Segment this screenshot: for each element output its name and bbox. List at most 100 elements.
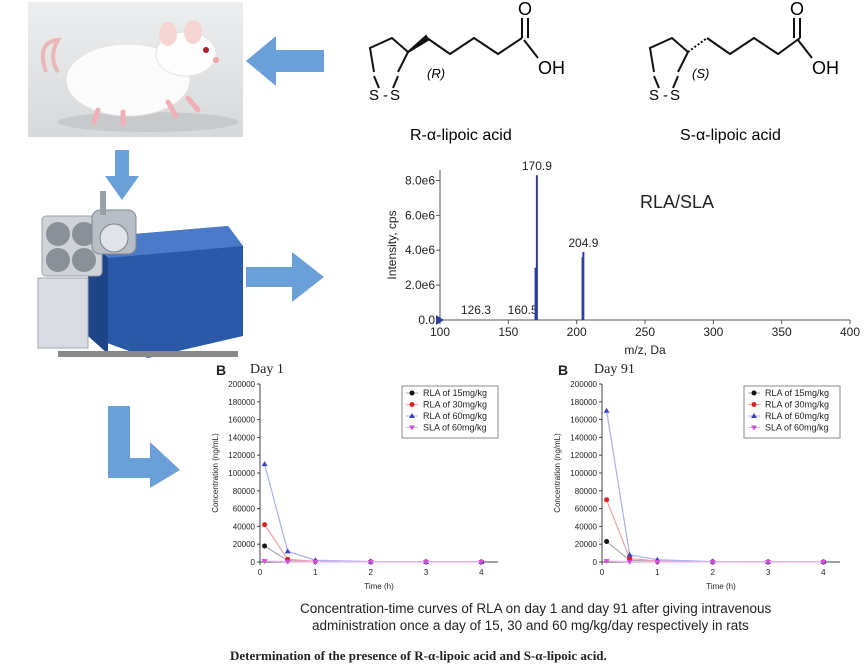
pk-point xyxy=(603,559,610,565)
pk-series-line xyxy=(264,524,482,563)
pk-point xyxy=(367,559,374,565)
day1-title: Day 1 xyxy=(250,362,284,377)
arrow-down-icon xyxy=(105,150,139,200)
s-stereo-label: (S) xyxy=(692,66,709,81)
ms-y-tick-label: 4.0e6 xyxy=(405,243,435,257)
pk-y-tick-label: 60000 xyxy=(233,505,256,514)
pk-y-tick-label: 120000 xyxy=(228,451,255,460)
pk-point xyxy=(765,559,772,565)
ms-peak-label: 204.9 xyxy=(568,236,598,250)
pk-y-tick-label: 120000 xyxy=(570,451,597,460)
pk-point xyxy=(709,559,716,565)
pk-x-tick-label: 4 xyxy=(479,568,484,577)
ms-origin-marker xyxy=(436,315,444,325)
pk-x-label: Time (h) xyxy=(706,582,736,591)
pk-point xyxy=(261,559,268,565)
s-lipoic-acid-name: S-α-lipoic acid xyxy=(680,127,781,144)
ms-x-label: m/z, Da xyxy=(624,343,666,357)
pk-y-tick-label: 100000 xyxy=(570,469,597,478)
pk-point xyxy=(604,497,610,503)
r-lipoic-acid-structure: (R) O OH S - S R-α-lipoic acid xyxy=(368,0,565,144)
pk-legend-box xyxy=(401,385,499,439)
day91-title: Day 91 xyxy=(594,362,635,377)
pk-legend-label: RLA of 15mg/kg xyxy=(423,388,487,398)
pk-x-tick-label: 3 xyxy=(424,568,429,577)
pk-y-label: Concentration (ng/mL) xyxy=(553,433,562,513)
pk-legend-marker xyxy=(409,425,415,431)
pk-point xyxy=(478,559,485,565)
pk-x-tick-label: 4 xyxy=(821,568,826,577)
arrow-left-icon xyxy=(246,36,324,86)
pk-y-tick-label: 200000 xyxy=(570,380,597,389)
pk-legend-marker xyxy=(751,390,757,396)
r-stereo-label: (R) xyxy=(427,66,445,81)
arrow-right-icon xyxy=(246,252,324,302)
panel-label-day1: B xyxy=(216,362,227,378)
pk-y-tick-label: 100000 xyxy=(228,469,255,478)
pk-point xyxy=(262,522,268,528)
pk-legend-marker xyxy=(751,413,757,418)
pk-y-tick-label: 180000 xyxy=(570,398,597,407)
pk-legend-label: RLA of 60mg/kg xyxy=(765,411,829,421)
pk-y-tick-label: 80000 xyxy=(575,487,598,496)
pk-point xyxy=(312,559,319,565)
pk-x-tick-label: 0 xyxy=(258,568,263,577)
pk-legend-marker xyxy=(409,402,415,407)
ms-x-tick-label: 300 xyxy=(703,325,723,339)
pk-point xyxy=(626,551,633,557)
ms-x-tick-label: 100 xyxy=(430,325,450,339)
pk-y-tick-label: 0 xyxy=(593,558,598,567)
ms-y-tick-label: 8.0e6 xyxy=(405,173,435,187)
pk-y-tick-label: 20000 xyxy=(575,540,598,549)
s-sulfur-label: S xyxy=(649,87,659,104)
ms-x-tick-label: 200 xyxy=(567,325,587,339)
pk-point xyxy=(626,559,633,565)
s-lipoic-acid-structure: (S) O OH S - S S-α-lipoic acid xyxy=(648,0,839,144)
ms-x-tick-label: 400 xyxy=(840,325,860,339)
ms-x-tick-label: 350 xyxy=(772,325,792,339)
s-oxygen-label: O xyxy=(790,0,804,19)
figure-title: Determination of the presence of R-α-lip… xyxy=(230,648,607,663)
pk-series-line xyxy=(264,560,482,563)
pk-legend-marker xyxy=(751,402,757,407)
ms-x-tick-label: 150 xyxy=(498,325,518,339)
pk-series-line xyxy=(606,499,824,563)
ms-y-tick-label: 6.0e6 xyxy=(405,208,435,222)
arrow-corner-icon xyxy=(108,406,180,488)
pk-point xyxy=(627,555,633,561)
caption-line-2: administration once a day of 15, 30 and … xyxy=(312,618,749,633)
pk-y-tick-label: 20000 xyxy=(233,540,256,549)
pk-legend-marker xyxy=(751,425,757,431)
pk-y-tick-label: 40000 xyxy=(233,522,256,531)
pk-series-line xyxy=(264,463,482,563)
r-oxygen-label: O xyxy=(518,0,532,19)
pk-y-tick-label: 200000 xyxy=(228,380,255,389)
pk-x-tick-label: 2 xyxy=(710,568,715,577)
pk-legend-label: RLA of 30mg/kg xyxy=(423,400,487,410)
pk-x-tick-label: 0 xyxy=(600,568,605,577)
pk-point xyxy=(604,539,610,545)
pk-legend-label: RLA of 30mg/kg xyxy=(765,400,829,410)
ms-x-tick-label: 250 xyxy=(635,325,655,339)
pk-point xyxy=(820,559,827,565)
r-dash-label: - xyxy=(383,87,388,104)
pk-point xyxy=(603,407,610,413)
pk-point xyxy=(284,548,291,554)
pk-y-tick-label: 180000 xyxy=(228,398,255,407)
r-sulfur-label-2: S xyxy=(390,87,400,104)
rat-image xyxy=(28,2,243,137)
ms-peak-label: 170.9 xyxy=(522,160,552,173)
pk-y-tick-label: 140000 xyxy=(570,433,597,442)
panel-label-day91: B xyxy=(558,362,569,378)
pk-legend-box xyxy=(743,385,841,439)
pk-x-tick-label: 3 xyxy=(766,568,771,577)
pk-legend-marker xyxy=(409,413,415,418)
pk-y-label: Concentration (ng/mL) xyxy=(211,433,220,513)
pk-x-label: Time (h) xyxy=(364,582,394,591)
caption-line-1: Concentration-time curves of RLA on day … xyxy=(300,601,772,616)
pk-y-tick-label: 40000 xyxy=(575,522,598,531)
ms-y-tick-label: 2.0e6 xyxy=(405,278,435,292)
pk-y-tick-label: 160000 xyxy=(228,416,255,425)
r-hydroxyl-label: OH xyxy=(538,58,565,78)
